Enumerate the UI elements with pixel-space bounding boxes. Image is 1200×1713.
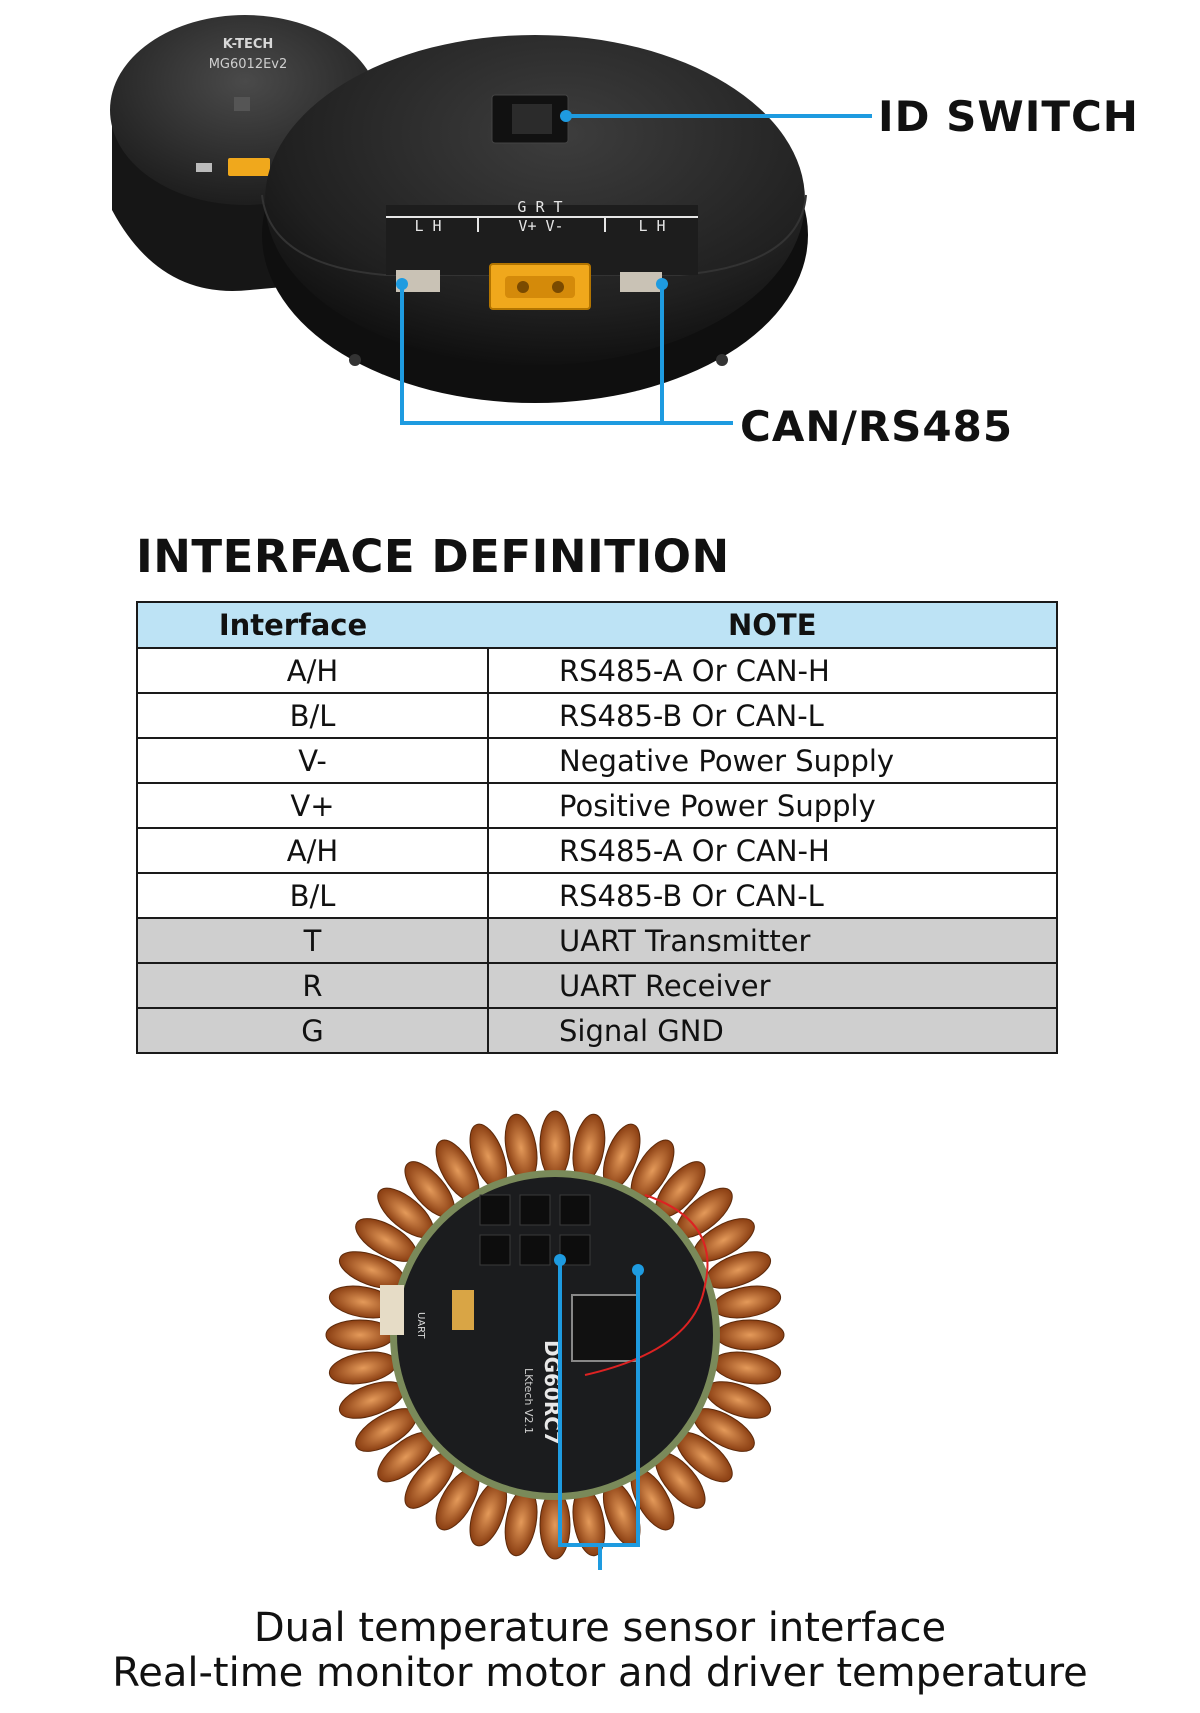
interface-cell: V+ — [136, 782, 489, 829]
caption-line-2: Real-time monitor motor and driver tempe… — [112, 1650, 1088, 1696]
stator-coil — [715, 1319, 785, 1351]
port-labels-left: L H — [414, 217, 441, 235]
interface-cell: A/H — [136, 827, 489, 874]
column-header-interface: Interface — [137, 601, 488, 649]
motor-illustration: K-TECH MG6012Ev2 G R T L H V+ V- L H — [110, 15, 872, 425]
port-labels-right: L H — [638, 217, 665, 235]
note-cell: Negative Power Supply — [487, 737, 1058, 784]
table-header-row: Interface NOTE — [137, 601, 1057, 649]
callout-lines — [396, 110, 872, 425]
note-cell: RS485-A Or CAN-H — [487, 827, 1058, 874]
column-header-note: NOTE — [488, 601, 1057, 649]
can-rs485-label: CAN/RS485 — [740, 402, 1014, 451]
port-group-label: G R T — [517, 198, 562, 216]
note-cell: Signal GND — [487, 1007, 1058, 1054]
note-cell: RS485-B Or CAN-L — [487, 692, 1058, 739]
interface-cell: R — [136, 962, 489, 1009]
model-label: MG6012Ev2 — [209, 57, 288, 72]
note-cell: UART Transmitter — [487, 917, 1058, 964]
brand-logo: K-TECH — [223, 37, 274, 52]
uart-label: UART — [415, 1312, 426, 1339]
port-labels-power: V+ V- — [518, 217, 563, 235]
stator-coil — [539, 1490, 571, 1560]
can-connector-right — [620, 272, 662, 292]
interface-cell: V- — [136, 737, 489, 784]
pcb-board — [397, 1177, 713, 1493]
table-row: V+Positive Power Supply — [136, 782, 1058, 829]
sensor-callout-lines — [554, 1254, 644, 1570]
section-title: INTERFACE DEFINITION — [136, 530, 730, 583]
table-row: V-Negative Power Supply — [136, 737, 1058, 784]
interface-cell: T — [136, 917, 489, 964]
board-sublabel: LKtech V2.1 — [522, 1368, 535, 1434]
interface-cell: G — [136, 1007, 489, 1054]
note-cell: RS485-A Or CAN-H — [487, 647, 1058, 694]
pcb-stator-illustration: UART DG60RC7 LKtech V2.1 — [325, 1110, 785, 1570]
id-switch-label: ID SWITCH — [878, 92, 1139, 141]
mcu-chip — [571, 1294, 639, 1362]
note-cell: RS485-B Or CAN-L — [487, 872, 1058, 919]
note-cell: UART Receiver — [487, 962, 1058, 1009]
front-motor: G R T L H V+ V- L H — [261, 35, 808, 403]
stator-coil — [539, 1110, 571, 1180]
interface-cell: B/L — [136, 692, 489, 739]
interface-cell: A/H — [136, 647, 489, 694]
caption-line-1: Dual temperature sensor interface — [253, 1605, 947, 1651]
interface-cell: B/L — [136, 872, 489, 919]
note-cell: Positive Power Supply — [487, 782, 1058, 829]
